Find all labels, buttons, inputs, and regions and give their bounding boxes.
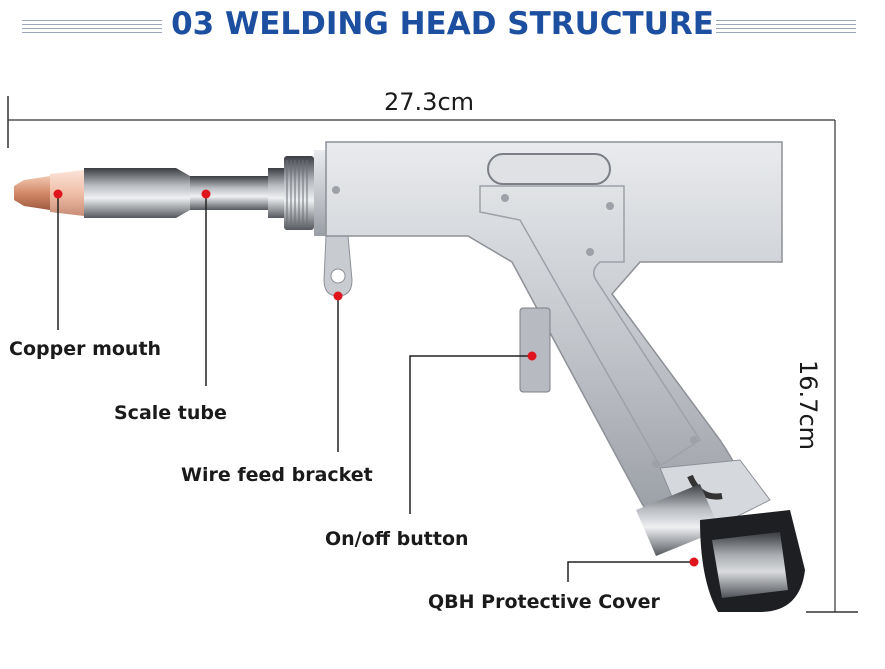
marker-on-off bbox=[527, 351, 537, 361]
scale-tube bbox=[84, 168, 270, 218]
leader-on-off bbox=[409, 355, 530, 514]
marker-wire-feed bbox=[333, 291, 343, 301]
leader-qbh bbox=[567, 561, 694, 582]
top-slot bbox=[487, 153, 611, 185]
copper-mouth bbox=[14, 170, 84, 216]
label-qbh-protective-cover: QBH Protective Cover bbox=[428, 591, 660, 613]
title-decoration-right bbox=[716, 20, 856, 34]
on-off-switch bbox=[519, 307, 551, 393]
label-wire-feed-bracket: Wire feed bracket bbox=[181, 464, 373, 486]
marker-qbh bbox=[689, 557, 699, 567]
qbh-assembly bbox=[636, 459, 805, 612]
callout-markers bbox=[53, 189, 699, 567]
label-copper-mouth: Copper mouth bbox=[9, 338, 162, 360]
wire-feed-bracket bbox=[323, 235, 353, 297]
height-dimension-label: 16.7cm bbox=[794, 360, 822, 451]
marker-copper-mouth bbox=[53, 189, 63, 199]
marker-scale-tube bbox=[201, 189, 211, 199]
height-dimension bbox=[806, 120, 858, 613]
title-decoration-left bbox=[22, 20, 162, 34]
width-dimension-label: 27.3cm bbox=[384, 88, 475, 116]
leader-lines bbox=[57, 194, 694, 582]
width-dimension bbox=[7, 96, 835, 148]
page-title: 03 WELDING HEAD STRUCTURE bbox=[171, 6, 714, 42]
label-on-off-button: On/off button bbox=[325, 528, 469, 550]
connector-nut bbox=[268, 150, 328, 236]
label-scale-tube: Scale tube bbox=[114, 402, 227, 424]
